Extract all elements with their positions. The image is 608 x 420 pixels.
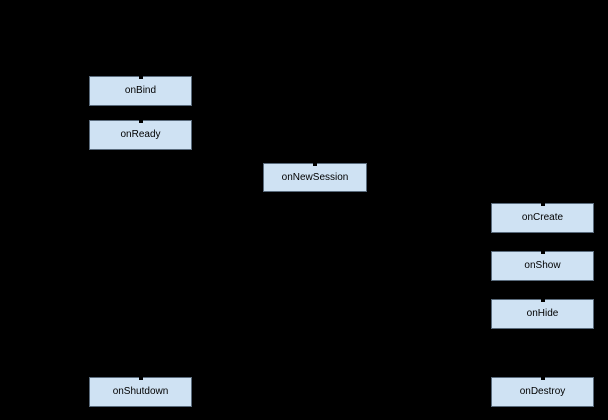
diagram-node-onshutdown: onShutdown: [89, 377, 192, 407]
arrowhead-notch: [313, 163, 317, 166]
arrowhead-notch: [540, 251, 545, 254]
arrowhead-notch: [540, 299, 545, 302]
node-label: onCreate: [521, 212, 564, 223]
diagram-node-onshow: onShow: [491, 251, 594, 281]
arrowhead-notch: [138, 120, 143, 123]
diagram-node-onhide: onHide: [491, 299, 594, 329]
diagram-node-oncreate: onCreate: [491, 203, 594, 233]
node-label: onShow: [524, 260, 561, 271]
node-label: onBind: [124, 85, 157, 96]
arrowhead-notch: [540, 377, 545, 380]
diagram-node-onbind: onBind: [89, 76, 192, 106]
node-label: onDestroy: [519, 386, 566, 397]
arrowhead-notch: [138, 76, 143, 79]
arrowhead-notch: [138, 377, 143, 380]
node-label: onShutdown: [112, 386, 169, 397]
diagram-node-onready: onReady: [89, 120, 192, 150]
node-label: onReady: [120, 129, 161, 140]
diagram-node-onnewsession: onNewSession: [263, 163, 367, 192]
node-label: onNewSession: [281, 171, 349, 183]
arrowhead-notch: [540, 203, 545, 206]
node-label: onHide: [526, 308, 559, 319]
diagram-node-ondestroy: onDestroy: [491, 377, 594, 407]
